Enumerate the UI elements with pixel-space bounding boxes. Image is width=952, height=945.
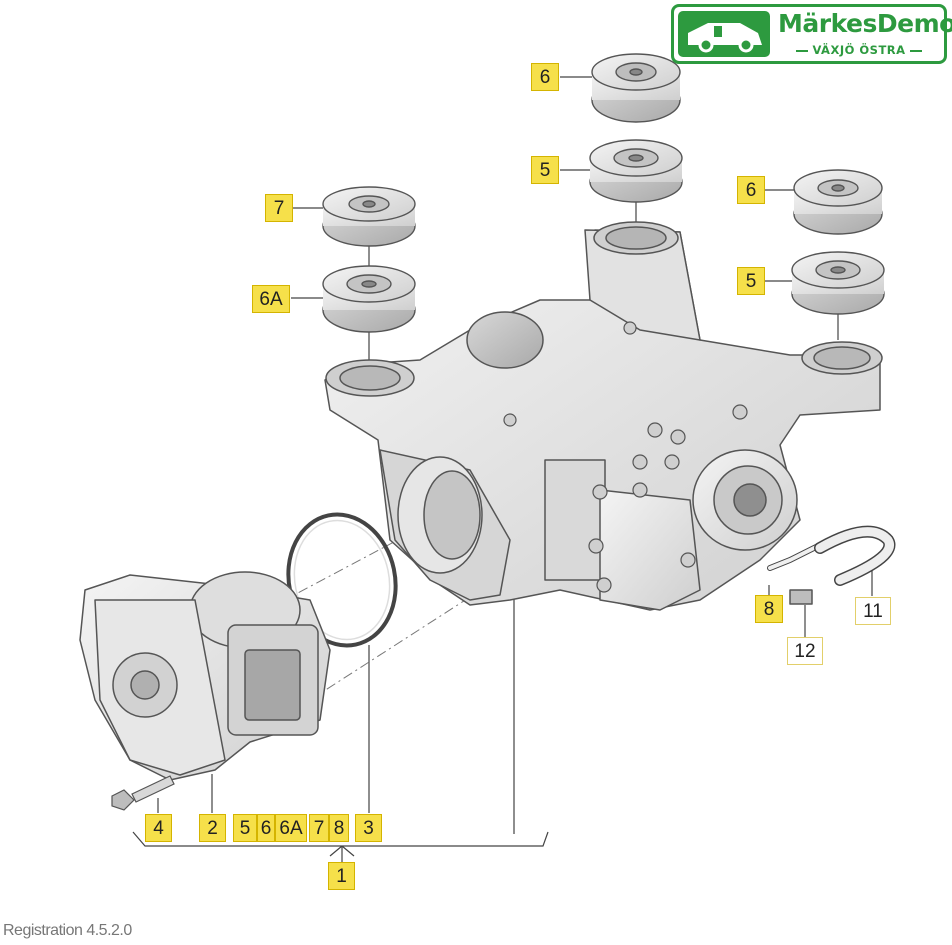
differential-housing [324, 221, 883, 611]
bearing-right [791, 251, 885, 315]
callout-o-ring[interactable]: 3 [355, 814, 382, 842]
callout-ring-seal-right[interactable]: 6 [737, 176, 765, 204]
callout-hose[interactable]: 11 [855, 597, 891, 625]
callout-kit-5[interactable]: 5 [233, 814, 257, 842]
car-icon [678, 11, 770, 57]
callout-kit-7[interactable]: 7 [309, 814, 329, 842]
rubber-mount-top [591, 53, 681, 123]
callout-assembly[interactable]: 1 [328, 862, 355, 890]
brand-name: MärkesDemo [778, 9, 952, 38]
callout-bearing-left[interactable]: 6A [252, 285, 290, 313]
breather-hose-assembly [767, 525, 896, 605]
haldex-coupling [79, 571, 331, 781]
callout-ring-seal-top[interactable]: 6 [531, 63, 559, 91]
bolt [111, 775, 175, 811]
rubber-mount-right [793, 169, 883, 235]
callout-bearing-right[interactable]: 5 [737, 267, 765, 295]
callout-kit-8[interactable]: 8 [329, 814, 349, 842]
callout-clip[interactable]: 12 [787, 637, 823, 665]
housing-bolts [503, 321, 748, 593]
callout-ring-seal-left[interactable]: 7 [265, 194, 293, 222]
rubber-mount-left [322, 186, 416, 247]
leader-lines [132, 76, 873, 862]
brand-logo: MärkesDemo VÄXJÖ ÖSTRA [671, 4, 952, 64]
callout-kit-6[interactable]: 6 [257, 814, 275, 842]
callout-breather[interactable]: 8 [755, 595, 783, 623]
callout-kit-6a[interactable]: 6A [275, 814, 307, 842]
callout-coupling[interactable]: 2 [199, 814, 226, 842]
bearing-left [322, 265, 416, 333]
version-footer: Registration 4.5.2.0 [3, 922, 132, 939]
callout-bearing-top[interactable]: 5 [531, 156, 559, 184]
callout-bolt[interactable]: 4 [145, 814, 172, 842]
bearing-top [589, 139, 683, 203]
brand-location: VÄXJÖ ÖSTRA [778, 43, 940, 57]
